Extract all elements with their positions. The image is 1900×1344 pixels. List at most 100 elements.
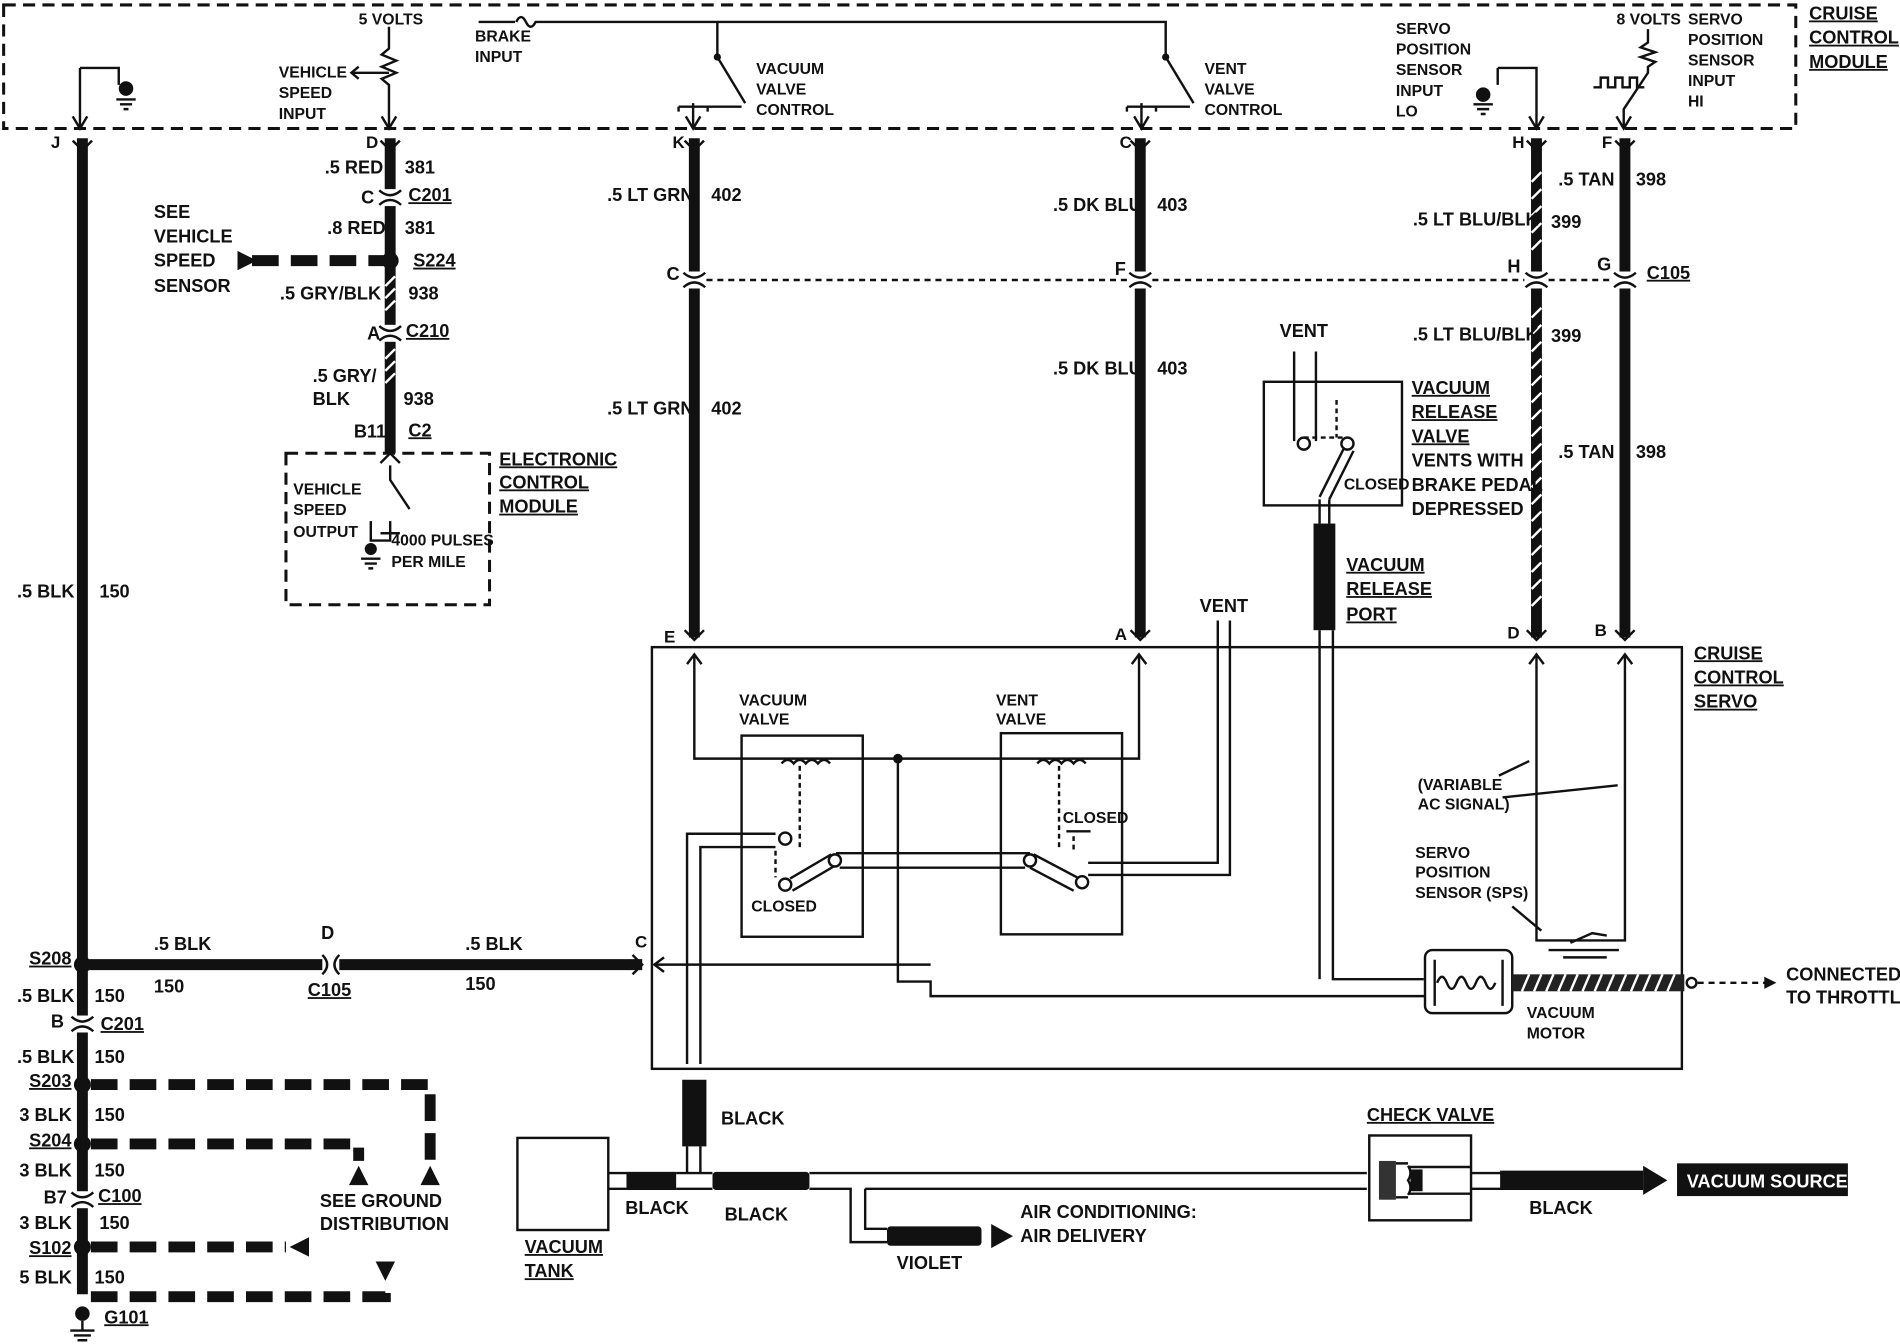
w6-circuit: 150 (95, 1267, 125, 1287)
arrow-left-icon (289, 1237, 309, 1257)
pulses-1: 4000 PULSES (391, 532, 493, 549)
violet-label: VIOLET (897, 1253, 963, 1273)
c2-pin: B11 (354, 422, 386, 442)
black-label-4: BLACK (1529, 1198, 1593, 1218)
servo-name-2: CONTROL (1694, 668, 1784, 688)
black-hose (626, 1171, 677, 1191)
rv-port-2: RELEASE (1346, 579, 1432, 599)
c210-label: C210 (406, 321, 449, 341)
s204-label: S204 (29, 1130, 71, 1150)
w6-size: 5 BLK (19, 1267, 71, 1287)
valve-port-icon (827, 853, 843, 868)
wire-k-lower-circuit: 402 (711, 399, 741, 419)
arrow-down-icon (375, 1261, 396, 1281)
arrow-up-icon (1616, 652, 1634, 665)
violet-hose (886, 1226, 982, 1246)
ecm-name-3: MODULE (499, 497, 578, 517)
vacuum-motor-2: MOTOR (1527, 1026, 1586, 1043)
rod-end (1685, 976, 1698, 989)
c201-pin: C (361, 188, 374, 208)
ecm-name-1: ELECTRONIC (499, 449, 617, 469)
wire-d-upper-circuit: 381 (405, 157, 435, 177)
see-vss-1: SEE (154, 202, 190, 222)
rv-desc-1: VENTS WITH (1412, 451, 1524, 471)
release-tube (1318, 630, 1424, 981)
wire-c-upper-size: .5 DK BLU (1053, 195, 1142, 215)
main-vacuum-line (809, 1171, 1367, 1244)
valve-port-icon (1340, 436, 1355, 451)
servo-pin-d: D (1507, 624, 1519, 643)
vacuum-tank-1: VACUUM (525, 1237, 603, 1257)
wire-f-c105-pin: G (1597, 254, 1611, 274)
black-hose (1500, 1170, 1644, 1191)
sps-1: SERVO (1415, 845, 1470, 862)
wire-k-upper-circuit: 402 (711, 185, 741, 205)
sps-hi-1: SERVO (1688, 11, 1743, 28)
connector-arrow (1614, 629, 1636, 642)
s102-splice (73, 1238, 91, 1256)
vss-input-1: VEHICLE (279, 65, 347, 82)
c105-connector-icon (1524, 271, 1549, 289)
ground-c201: C201 (101, 1014, 144, 1034)
arrow-up-icon (686, 652, 703, 665)
pin-k: K (673, 133, 686, 152)
vso-2: SPEED (293, 502, 346, 519)
connector-arrow (1614, 139, 1636, 153)
pulse-wave-icon (1593, 76, 1645, 89)
arrow-left-icon (652, 956, 665, 973)
ac-signal-leader (1498, 759, 1618, 799)
ground-icon (70, 1320, 95, 1342)
sps-lo-5: LO (1396, 103, 1418, 120)
module-f-arrow (1615, 115, 1633, 131)
rv-name-3: VALVE (1412, 426, 1470, 446)
servo-internal-wire (896, 758, 1425, 998)
horiz-left-circuit: 150 (154, 977, 184, 997)
c100-pin: B7 (44, 1187, 67, 1207)
vacuum-valve-1: VACUUM (739, 692, 807, 709)
connector-arrow (379, 139, 401, 153)
s203-label: S203 (29, 1071, 71, 1091)
sps-lo-4: INPUT (1396, 83, 1444, 100)
wire-d-bottom-size-1: .5 GRY/ (313, 366, 377, 386)
see-vss-4: SENSOR (154, 276, 231, 296)
valve-port-icon (1074, 874, 1090, 890)
sps-leader (1511, 905, 1543, 932)
valve-port-icon (777, 831, 793, 846)
sps-lo-lead (1497, 66, 1538, 127)
ground-c105: C105 (308, 980, 351, 1000)
vss-arrow-icon (237, 250, 257, 271)
connector-arrow (71, 139, 93, 153)
tee-tube (685, 1146, 702, 1174)
wire-d-mid-size: .8 RED (327, 218, 386, 238)
rv-port-1: VACUUM (1346, 555, 1424, 575)
ecm-ground-dot (364, 542, 377, 556)
pin-f: F (1602, 133, 1612, 152)
wire-f-sps-hi: .5 TAN 398 G C105 .5 TAN 398 (1558, 138, 1690, 642)
wire-j-ground: .5 BLK 150 (17, 138, 130, 1295)
s203-dash-wire (90, 1079, 436, 1161)
sps-lo-ground-dot (1475, 87, 1491, 102)
electronic-control-module: VEHICLE SPEED OUTPUT 4000 PULSES PER MIL… (284, 449, 617, 607)
wire-stripe (384, 275, 396, 384)
vacuum-valve-2: VALVE (739, 712, 789, 729)
ground-icon (361, 557, 381, 570)
wire-h-upper-circuit: 399 (1551, 212, 1581, 232)
c100-connector-icon (70, 1191, 95, 1208)
check-valve-outlet (1471, 1171, 1503, 1191)
eight-volts: 8 VOLTS (1616, 11, 1680, 28)
module-name-2: CONTROL (1809, 28, 1899, 48)
wire-f-upper-size: .5 TAN (1558, 169, 1614, 189)
wire-h-upper-size: .5 LT BLU/BLK (1413, 209, 1539, 229)
connector-arrow (1129, 629, 1151, 642)
g101-label: G101 (104, 1307, 148, 1327)
rv-closed: CLOSED (1344, 477, 1410, 494)
ground-distribution: S208 .5 BLK 150 D C105 .5 BLK 150 .5 BLK… (17, 923, 644, 1342)
w2-size: .5 BLK (17, 1047, 75, 1067)
wire-c-lower-circuit: 403 (1157, 359, 1187, 379)
g101-dash-wire (90, 1280, 391, 1303)
servo-pin-a: A (1115, 625, 1127, 644)
vacuum-tank-box (516, 1136, 610, 1232)
sps-3: SENSOR (SPS) (1415, 885, 1528, 902)
wire-j-circuit: 150 (99, 581, 129, 601)
